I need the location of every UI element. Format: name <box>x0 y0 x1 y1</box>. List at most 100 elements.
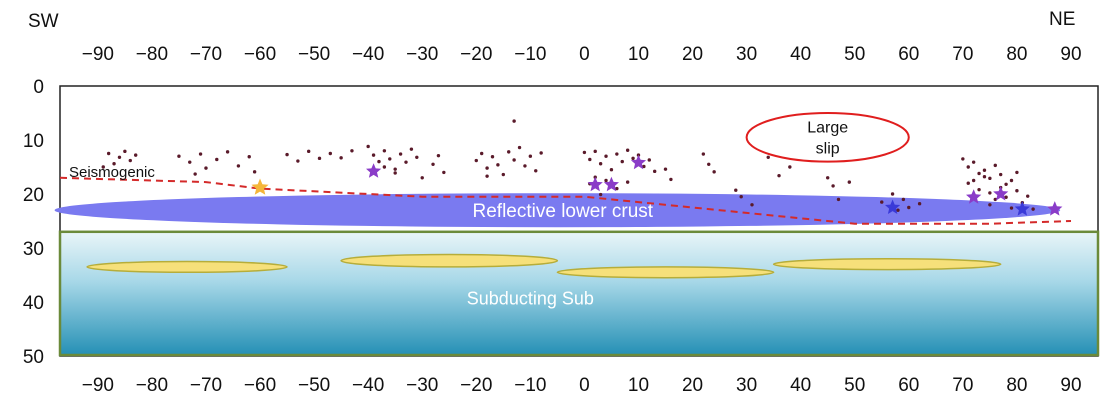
seismogenic-boundary-line <box>59 176 1072 225</box>
seismicity-point <box>971 178 976 183</box>
seismicity-point <box>831 184 835 188</box>
seismicity-point <box>988 203 992 207</box>
earthquake-star <box>1014 201 1030 216</box>
bottom-x-tick-label: −60 <box>244 375 276 396</box>
seismicity-point <box>528 154 533 158</box>
seismicity-point <box>971 160 976 164</box>
seismicity-point <box>669 177 673 182</box>
top-x-tick-label: −50 <box>298 44 330 65</box>
earthquake-star <box>587 176 603 192</box>
seismicity-point <box>106 151 111 156</box>
bottom-x-tick-label: 80 <box>1006 375 1027 396</box>
top-x-tick-label: −70 <box>190 44 222 65</box>
seismicity-point <box>1026 194 1030 198</box>
seismicity-point <box>485 166 489 170</box>
seismicity-point <box>133 153 138 157</box>
seismicity-point <box>777 173 781 178</box>
seismicity-point <box>393 167 397 171</box>
seismicity-point <box>198 152 203 156</box>
seismicity-point <box>285 152 289 157</box>
bottom-x-tick-label: 30 <box>736 375 757 396</box>
seismicity-point <box>977 187 981 192</box>
top-x-tick-label: 80 <box>1006 44 1027 65</box>
yellow-lens <box>556 266 775 279</box>
seismicity-point <box>615 186 619 191</box>
seismicity-point <box>712 170 716 174</box>
bottom-x-tick-label: 10 <box>628 375 649 396</box>
bottom-x-tick-label: −30 <box>406 375 438 396</box>
seismicity-point <box>225 150 230 154</box>
seismicity-point <box>917 202 922 206</box>
top-x-tick-label: 50 <box>844 44 865 65</box>
y-tick-label: 50 <box>23 347 44 368</box>
seismicity-point <box>539 151 543 155</box>
seismicity-point <box>236 164 241 168</box>
seismicity-point <box>490 155 495 159</box>
top-x-tick-label: 70 <box>952 44 973 65</box>
seismicity-point <box>625 180 630 184</box>
top-x-tick-label: 0 <box>579 44 590 65</box>
seismicity-point <box>1015 170 1019 175</box>
y-tick-label: 40 <box>23 293 44 314</box>
top-x-tick-label: −60 <box>244 44 276 65</box>
seismicity-point <box>593 149 597 154</box>
seismicity-point <box>966 165 970 169</box>
top-x-tick-label: 90 <box>1060 44 1081 65</box>
seismicity-point <box>350 149 354 153</box>
seismicity-point <box>388 157 392 161</box>
seismicity-point <box>393 171 397 175</box>
seismicity-point <box>204 166 208 170</box>
seismogenic-label: Seismogenic <box>69 164 155 181</box>
seismicity-point <box>604 154 608 158</box>
seismicity-point <box>598 162 603 166</box>
seismicity-point <box>215 157 219 162</box>
bottom-x-tick-label: 50 <box>844 375 865 396</box>
seismicity-point <box>512 119 516 123</box>
seismicity-point <box>517 145 522 150</box>
seismicity-point <box>409 147 414 151</box>
top-x-tick-label: 40 <box>790 44 811 65</box>
seismicity-point <box>734 188 738 192</box>
seismicity-point <box>479 151 484 156</box>
y-tick-label: 0 <box>33 77 44 98</box>
bottom-x-tick-label: −40 <box>352 375 384 396</box>
seismicity-point <box>512 158 516 162</box>
seismicity-point <box>615 152 619 156</box>
seismicity-point <box>788 165 792 169</box>
seismicity-point <box>896 208 900 212</box>
seismicity-point <box>252 170 257 174</box>
seismicity-point <box>825 176 830 180</box>
bottom-x-tick-label: −70 <box>190 375 222 396</box>
seismicity-point <box>371 153 376 157</box>
seismicity-point <box>128 158 132 163</box>
top-x-tick-label: 20 <box>682 44 703 65</box>
earthquake-star <box>966 189 982 204</box>
top-x-tick-label: −40 <box>352 44 384 65</box>
seismicity-point <box>982 175 987 179</box>
y-tick-label: 30 <box>23 239 44 260</box>
seismicity-point <box>474 158 478 163</box>
seismicity-point <box>398 152 403 156</box>
top-x-tick-label: 30 <box>736 44 757 65</box>
bottom-x-tick-label: 70 <box>952 375 973 396</box>
seismicity-point <box>631 156 635 161</box>
seismicity-point <box>847 180 852 184</box>
seismicity-point <box>901 197 906 202</box>
top-x-tick-label: −10 <box>514 44 546 65</box>
seismicity-point <box>1015 189 1019 193</box>
seismicity-point <box>496 163 500 167</box>
seismicity-point <box>1004 195 1008 199</box>
seismicity-point <box>998 172 1003 177</box>
seismicity-point <box>193 172 197 176</box>
seismicity-point <box>188 160 192 164</box>
seismicity-point <box>1009 178 1014 183</box>
seismicity-point <box>296 159 300 163</box>
seismicity-point <box>117 155 122 159</box>
seismicity-point <box>523 164 527 168</box>
seismicity-point <box>404 160 408 164</box>
earthquake-star <box>603 176 619 192</box>
bottom-x-tick-label: 20 <box>682 375 703 396</box>
seismicity-point <box>836 197 841 202</box>
